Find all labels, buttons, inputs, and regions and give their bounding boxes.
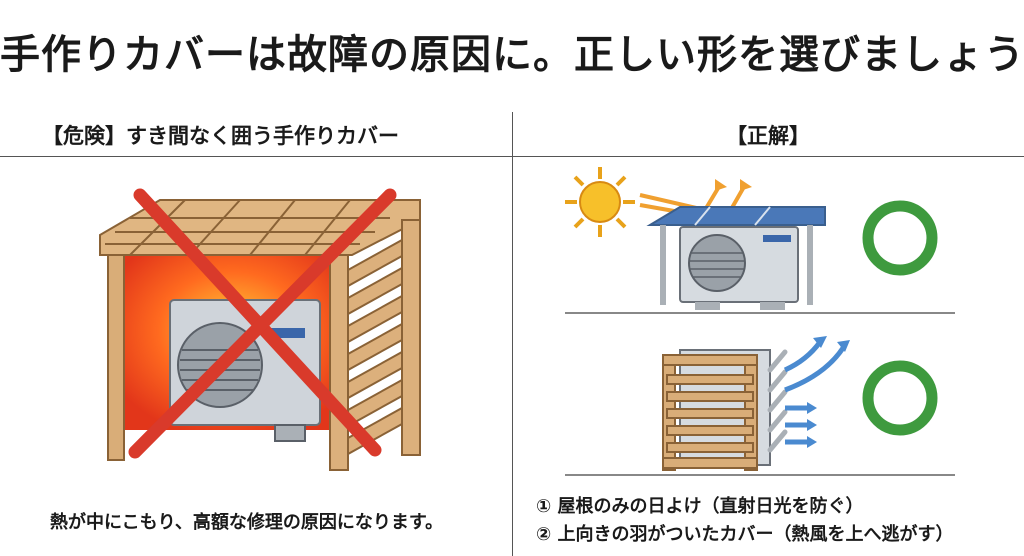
right-panel-item-1: ① 屋根のみの日よけ（直射日光を防ぐ）	[536, 496, 864, 517]
circle-correct-icon	[862, 360, 938, 436]
ac-foot	[274, 424, 306, 442]
wood-frame-left	[107, 234, 125, 461]
solar-roof	[646, 206, 826, 226]
louver-cover-illustration	[565, 336, 955, 476]
sun-icon	[565, 167, 635, 237]
left-panel-heading: 【危険】すき間なく囲う手作りカバー	[42, 124, 399, 148]
cross-mark-icon	[128, 188, 397, 459]
airflow-arrow-icon	[783, 340, 846, 445]
panel-divider	[512, 112, 513, 556]
wood-side-panel	[329, 219, 421, 471]
louver-slats	[767, 349, 788, 453]
right-panel-item-2: ② 上向きの羽がついたカバー（熱風を上へ逃がす）	[536, 524, 954, 545]
left-panel-caption: 熱が中にこもり、高額な修理の原因になります。	[50, 512, 444, 533]
enclosed-cover-illustration	[99, 188, 421, 471]
louver-wood-frame	[662, 354, 758, 471]
roof-shade-illustration	[565, 167, 955, 314]
circle-correct-icon	[862, 200, 938, 276]
right-panel-heading: 【正解】	[726, 124, 810, 148]
page-title: 手作りカバーは故障の原因に。正しい形を選びましょう	[0, 32, 1024, 78]
ac-unit-shaded	[679, 226, 799, 310]
